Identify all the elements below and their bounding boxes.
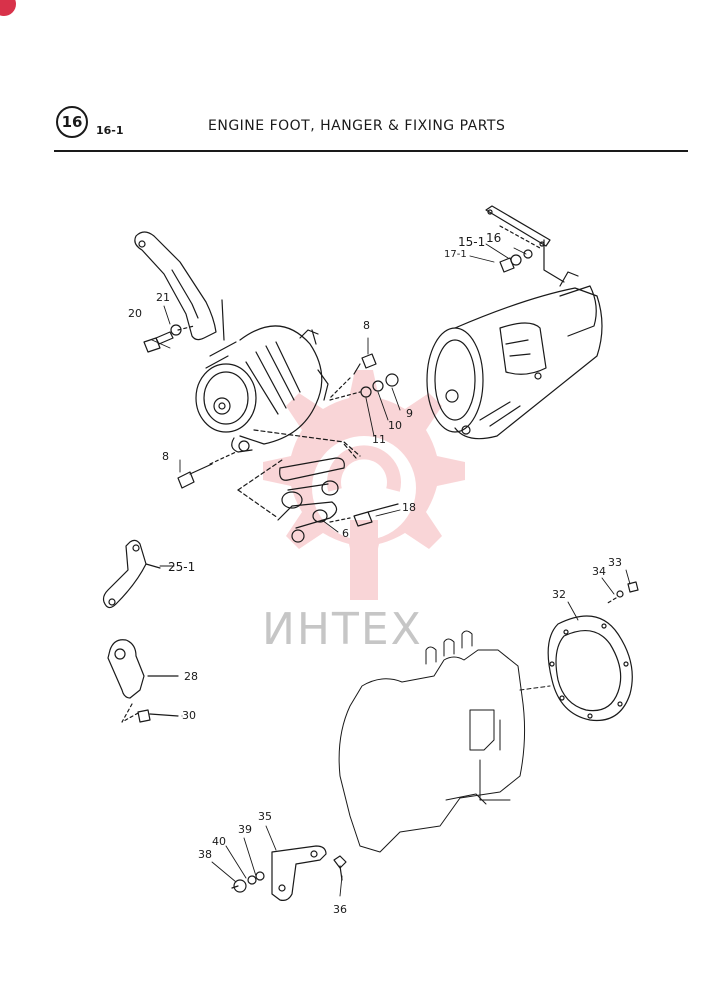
nuts-washers-38-40 bbox=[231, 871, 265, 893]
callout-34: 34 bbox=[592, 565, 606, 578]
callout-32: 32 bbox=[552, 588, 566, 601]
callout-30: 30 bbox=[182, 709, 196, 722]
callout-20: 20 bbox=[128, 307, 142, 320]
bolt-8-lower bbox=[177, 451, 237, 489]
callout-35: 35 bbox=[258, 810, 272, 823]
bolt-20 bbox=[143, 324, 195, 353]
engine-block bbox=[338, 630, 551, 853]
callout-36: 36 bbox=[333, 903, 347, 916]
watermark-gear-logo bbox=[263, 370, 465, 600]
callout-39: 39 bbox=[238, 823, 252, 836]
adjusting-link-6 bbox=[277, 457, 345, 543]
corner-badge bbox=[0, 0, 16, 16]
callout-8-upper: 8 bbox=[363, 319, 370, 332]
callout-33: 33 bbox=[608, 556, 622, 569]
callout-16: 16 bbox=[486, 231, 502, 245]
section-number-badge: 16 bbox=[56, 106, 88, 138]
gasket-cover-32 bbox=[547, 615, 633, 722]
alternator bbox=[195, 325, 329, 453]
callout-9: 9 bbox=[406, 407, 413, 420]
header-divider bbox=[54, 150, 688, 152]
callout-18: 18 bbox=[402, 501, 416, 514]
nuts-washers-9-10-11 bbox=[329, 373, 399, 401]
callout-25-1: 25-1 bbox=[168, 560, 196, 574]
alternator-hanger-bracket bbox=[134, 231, 225, 341]
page-title: ENGINE FOOT, HANGER & FIXING PARTS bbox=[208, 118, 506, 134]
bracket-28 bbox=[107, 639, 179, 723]
assembly-lines bbox=[237, 429, 361, 519]
bolt-33 bbox=[605, 581, 639, 605]
callout-17-1: 17-1 bbox=[444, 249, 467, 260]
bolt-30 bbox=[137, 709, 179, 723]
bolt-8-upper bbox=[329, 353, 377, 399]
callout-38: 38 bbox=[198, 848, 212, 861]
callout-28: 28 bbox=[184, 670, 198, 683]
bracket-35 bbox=[271, 845, 347, 901]
callout-40: 40 bbox=[212, 835, 226, 848]
starter-motor bbox=[426, 271, 603, 440]
bracket-25-1 bbox=[102, 539, 161, 609]
page-header: 16 16-1 ENGINE FOOT, HANGER & FIXING PAR… bbox=[0, 0, 704, 160]
callout-10: 10 bbox=[388, 419, 402, 432]
callout-11: 11 bbox=[372, 433, 386, 446]
leader-lines bbox=[151, 243, 631, 897]
callout-15-1: 15-1 bbox=[458, 235, 486, 249]
callout-8-lower: 8 bbox=[162, 450, 169, 463]
callout-6: 6 bbox=[342, 527, 349, 540]
subsection-number: 16-1 bbox=[96, 124, 124, 137]
callout-21: 21 bbox=[156, 291, 170, 304]
watermark-text: ИНТЕХ bbox=[262, 604, 423, 655]
starter-bracket bbox=[485, 205, 565, 283]
bolt-18 bbox=[329, 503, 399, 527]
